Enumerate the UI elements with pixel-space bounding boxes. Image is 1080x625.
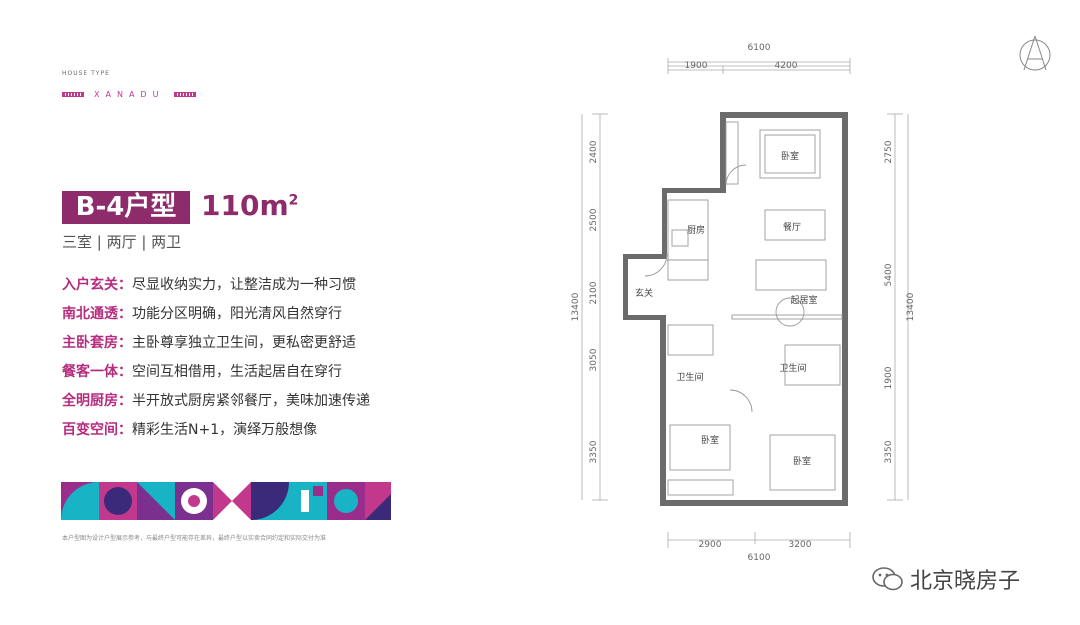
- model-title: B-4户型: [62, 191, 190, 224]
- wechat-icon: [872, 567, 903, 591]
- dim-left-total: 13400: [571, 292, 581, 321]
- room-bedroom-bottom-right: 卧室: [793, 455, 811, 467]
- dim-right-b: 5400: [884, 263, 894, 286]
- room-bath-right: 卫生间: [779, 362, 806, 374]
- feature-item: 入户玄关：尽显收纳实力，让整洁成为一种习惯: [62, 277, 356, 293]
- room-config: 三室 | 两厅 | 两卫: [62, 233, 182, 251]
- dim-left-b: 2500: [589, 208, 599, 231]
- watermark: 北京晓房子: [872, 563, 1020, 595]
- feature-item: 南北通透：功能分区明确，阳光清风自然穿行: [62, 306, 342, 322]
- feature-item: 全明厨房：半开放式厨房紧邻餐厅，美味加速传递: [62, 393, 370, 409]
- dim-left-d: 3050: [589, 348, 599, 371]
- watermark-text: 北京晓房子: [910, 569, 1021, 594]
- disclaimer-text: 本户型图为设计户型展示参考，与最终户型可能存在差异，最终户型以实卖合同约定和实际…: [62, 535, 327, 542]
- dim-right-d: 3350: [884, 440, 894, 463]
- brand-row: XANADU: [62, 88, 197, 100]
- brand-bar-right: [174, 91, 197, 97]
- feature-item: 主卧套房：主卧尊享独立卫生间，更私密更舒适: [62, 335, 356, 351]
- brand-bar-left: [62, 91, 84, 97]
- room-entrance: 玄关: [635, 287, 653, 299]
- dim-top-left: 1900: [685, 61, 708, 71]
- room-dining: 餐厅: [783, 221, 801, 233]
- feature-item: 百变空间：精彩生活N+1，演绎万般想像: [62, 422, 318, 438]
- dim-bottom-total: 6100: [748, 553, 771, 563]
- area-unit: 2: [288, 192, 299, 209]
- dim-bottom-right: 3200: [789, 540, 812, 550]
- room-living: 起居室: [790, 294, 817, 306]
- dim-left-e: 3350: [589, 440, 599, 463]
- dim-top-total: 6100: [748, 43, 771, 53]
- dim-left-c: 2100: [589, 281, 599, 304]
- compass-icon: [1019, 35, 1051, 71]
- floor-plan: 6100 1900 4200 2900 3200 6100 13400 2400…: [571, 43, 916, 563]
- decorative-pattern: [61, 482, 391, 520]
- brand-name: XANADU: [94, 89, 165, 99]
- dim-right-a: 2750: [884, 140, 894, 163]
- room-bedroom-bottom-left: 卧室: [701, 434, 719, 446]
- house-type-label: HOUSE TYPE: [62, 70, 110, 77]
- dim-left-a: 2400: [589, 140, 599, 163]
- area-value: 110m2: [201, 189, 299, 222]
- dim-top-right: 4200: [775, 61, 798, 71]
- room-bath-left: 卫生间: [676, 371, 703, 383]
- room-bedroom-top: 卧室: [781, 150, 799, 162]
- room-kitchen: 厨房: [687, 224, 705, 236]
- dim-bottom-left: 2900: [699, 540, 722, 550]
- dim-right-c: 1900: [884, 366, 894, 389]
- dim-right-total: 13400: [906, 292, 916, 321]
- feature-item: 餐客一体：空间互相借用，生活起居自在穿行: [62, 364, 342, 380]
